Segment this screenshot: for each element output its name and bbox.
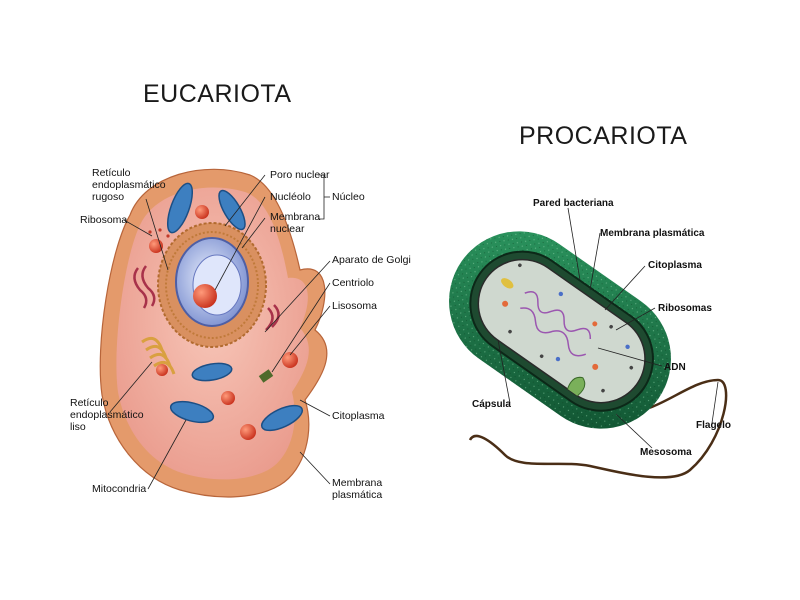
label-citoplasma: Citoplasma bbox=[332, 410, 385, 422]
label-pared-bacteriana: Pared bacteriana bbox=[533, 198, 614, 209]
centriole-shape bbox=[258, 369, 274, 383]
label-nucleo: Núcleo bbox=[332, 191, 365, 203]
prokaryote-leaders bbox=[497, 207, 719, 449]
label-citoplasma-pro: Citoplasma bbox=[648, 260, 702, 271]
label-ribosomas: Ribosomas bbox=[658, 303, 712, 314]
label-rel: Retículo endoplasmático liso bbox=[70, 397, 146, 433]
label-nucleolo: Nucléolo bbox=[270, 191, 311, 203]
prokaryotic-cell: Pared bacteriana Membrana plasmática Cit… bbox=[449, 198, 731, 479]
smooth-er-shape bbox=[133, 265, 280, 331]
nucleolus-shape bbox=[193, 284, 217, 308]
label-adn: ADN bbox=[664, 362, 686, 373]
label-membrana-plasmatica: Membrana plasmática bbox=[332, 477, 385, 501]
label-golgi: Aparato de Golgi bbox=[332, 254, 411, 266]
label-membrana-plasmatica-pro: Membrana plasmática bbox=[600, 228, 705, 239]
label-mesosoma: Mesosoma bbox=[640, 447, 692, 458]
label-poro-nuclear: Poro nuclear bbox=[270, 169, 330, 181]
prokaryote-title: PROCARIOTA bbox=[519, 122, 688, 150]
label-ribosoma: Ribosoma bbox=[80, 214, 127, 226]
lysosome-shapes bbox=[149, 205, 298, 440]
eukaryote-leaders bbox=[109, 174, 331, 490]
label-capsula: Cápsula bbox=[472, 399, 511, 410]
eukaryote-title: EUCARIOTA bbox=[143, 80, 292, 108]
label-lisosoma: Lisosoma bbox=[332, 300, 377, 312]
dna-shape bbox=[520, 290, 592, 357]
label-membrana-nuclear: Membrana nuclear bbox=[270, 211, 323, 235]
label-rer: Retículo endoplasmático rugoso bbox=[92, 167, 168, 203]
label-flagelo: Flagelo bbox=[696, 420, 731, 431]
label-mitocondria: Mitocondria bbox=[92, 483, 146, 495]
flagellum-shape bbox=[468, 378, 728, 479]
label-centriolo: Centriolo bbox=[332, 277, 374, 289]
mesosome-shape bbox=[567, 376, 586, 397]
mitochondria-shapes bbox=[166, 182, 304, 432]
golgi-shape bbox=[141, 336, 176, 375]
eukaryotic-cell: Retículo endoplasmático rugoso Ribosoma … bbox=[70, 167, 411, 501]
